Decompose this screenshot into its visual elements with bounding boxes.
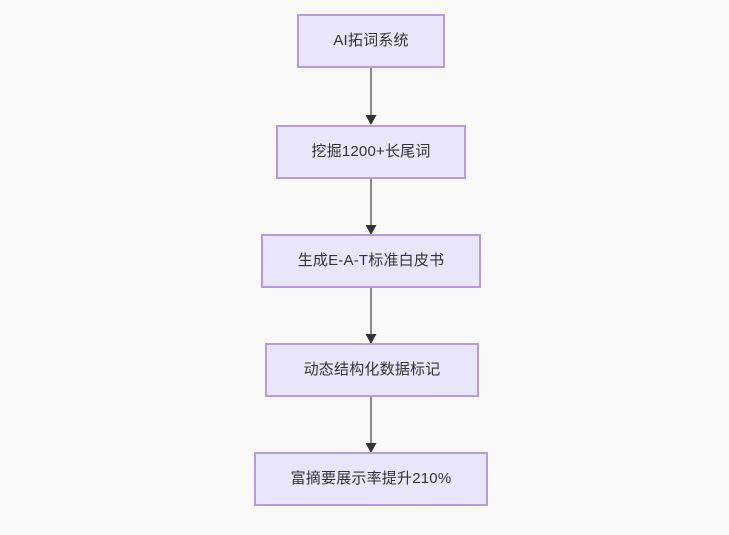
flowchart-node-n4[interactable]: 动态结构化数据标记 — [265, 343, 479, 397]
flowchart-node-n1[interactable]: AI拓词系统 — [297, 14, 445, 68]
flowchart-node-label: AI拓词系统 — [333, 32, 409, 49]
flowchart-edge-n2-n3 — [365, 179, 377, 235]
flowchart-node-n5[interactable]: 富摘要展示率提升210% — [254, 452, 488, 506]
flowchart-node-label: 动态结构化数据标记 — [303, 361, 441, 378]
arrowhead-icon — [365, 334, 377, 344]
arrowhead-icon — [365, 225, 377, 235]
flowchart-node-n3[interactable]: 生成E-A-T标准白皮书 — [261, 234, 481, 288]
flowchart-node-label: 富摘要展示率提升210% — [290, 470, 452, 487]
flowchart-edge-n4-n5 — [365, 397, 377, 453]
flowchart-edge-n1-n2 — [365, 68, 377, 125]
flowchart-node-n2[interactable]: 挖掘1200+长尾词 — [276, 125, 466, 179]
arrowhead-icon — [365, 443, 377, 453]
flowchart-edge-n3-n4 — [365, 288, 377, 344]
arrowhead-icon — [365, 115, 377, 125]
flowchart-node-label: 挖掘1200+长尾词 — [311, 143, 431, 160]
flowchart-node-label: 生成E-A-T标准白皮书 — [297, 252, 445, 269]
